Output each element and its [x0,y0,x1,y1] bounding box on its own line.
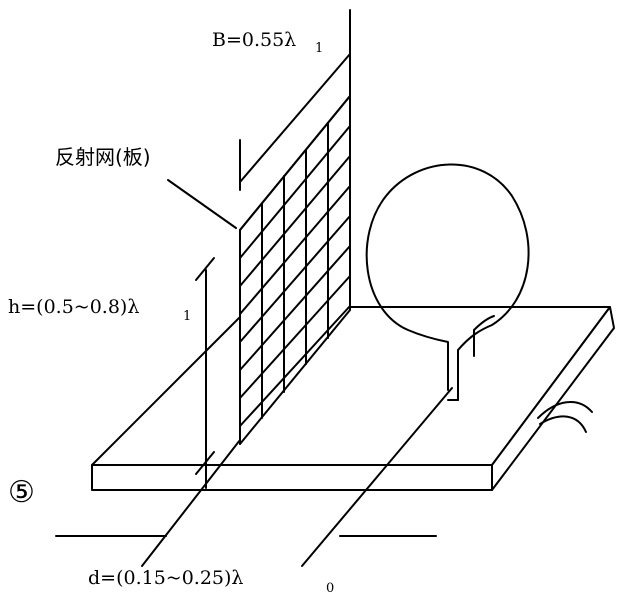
width-label-subscript: 1 [315,41,323,56]
height-label-subscript: 1 [183,309,191,324]
reflector-leader [167,179,237,229]
distance-label-subscript: 0 [326,581,334,596]
reflector-grid [239,95,351,445]
dimension-height [195,257,215,489]
dimension-width [239,9,351,191]
loop-antenna [365,163,530,401]
height-label: h=(0.5~0.8)λ [8,296,139,318]
distance-label: d=(0.15~0.25)λ [88,567,243,589]
reflector-label: 反射网(板) [55,145,151,169]
ground-plate [91,306,615,491]
dimension-distance [55,387,453,567]
feed-cable [537,400,593,433]
width-label: B=0.55λ [212,29,296,51]
labels: B=0.55λ 1 反射网(板) h=(0.5~0.8)λ 1 d=(0.15~… [8,29,334,596]
figure-number: ⑤ [8,475,35,510]
